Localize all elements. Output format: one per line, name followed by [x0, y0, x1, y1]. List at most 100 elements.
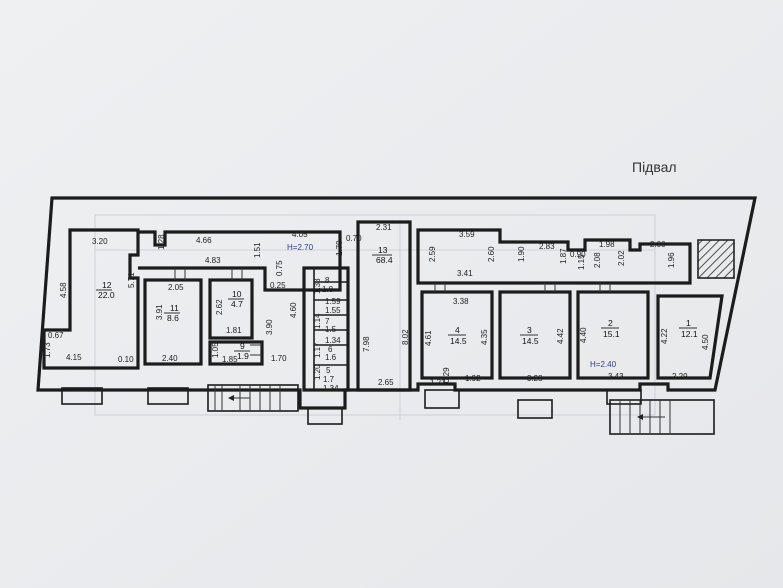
svg-text:1.81: 1.81	[226, 326, 242, 335]
svg-text:1.70: 1.70	[335, 240, 344, 256]
svg-text:1.14: 1.14	[313, 313, 322, 329]
room-13-number: 13	[378, 245, 388, 255]
room-3-outline	[498, 290, 572, 380]
room-1-area: 12.1	[681, 329, 698, 339]
window-pits	[61, 387, 642, 425]
room-4-area: 14.5	[450, 336, 467, 346]
svg-text:2.08: 2.08	[593, 252, 602, 268]
room-11-outline	[143, 278, 203, 366]
corridor-outline	[138, 230, 342, 292]
svg-text:3.91: 3.91	[155, 304, 164, 320]
svg-text:1.51: 1.51	[253, 242, 262, 258]
svg-text:8.02: 8.02	[401, 329, 410, 345]
svg-text:0.67: 0.67	[48, 331, 64, 340]
room-6-number: 6	[328, 345, 333, 354]
svg-text:0.90: 0.90	[570, 250, 586, 259]
room-5-number: 5	[326, 366, 331, 375]
room-4-outline	[420, 290, 494, 380]
corridor-right-outline	[416, 228, 692, 285]
entrance-stairs-right	[609, 399, 715, 435]
hatched-shaft	[697, 239, 735, 279]
svg-text:0.75: 0.75	[275, 260, 284, 276]
svg-text:1.55: 1.55	[325, 306, 341, 315]
svg-text:2.60: 2.60	[487, 246, 496, 262]
svg-text:4.40: 4.40	[579, 327, 588, 343]
svg-text:2.31: 2.31	[376, 223, 392, 232]
svg-text:2.02: 2.02	[617, 250, 626, 266]
svg-text:1.20: 1.20	[313, 364, 322, 380]
svg-text:0.29: 0.29	[442, 367, 451, 383]
room-4-number: 4	[455, 325, 460, 335]
room-labels: 12 22.0 11 8.6 10 4.7 9 1.9 8 1.8 7 6 1.…	[96, 245, 698, 384]
svg-text:7.98: 7.98	[362, 336, 371, 352]
svg-text:1.34: 1.34	[323, 384, 339, 393]
svg-text:5.71: 5.71	[127, 272, 136, 288]
room-3-number: 3	[527, 325, 532, 335]
small-rooms-column	[302, 266, 350, 392]
bleed-through-lines	[94, 214, 656, 420]
svg-text:3.41: 3.41	[457, 269, 473, 278]
room-2-outline	[576, 290, 650, 380]
room-10-number: 10	[232, 289, 242, 299]
room-8-number: 8	[325, 276, 330, 285]
svg-text:4.35: 4.35	[480, 329, 489, 345]
svg-text:2.59: 2.59	[428, 246, 437, 262]
svg-text:4.58: 4.58	[59, 282, 68, 298]
svg-text:4.50: 4.50	[701, 334, 710, 350]
svg-text:3.38: 3.38	[453, 297, 469, 306]
svg-text:1.5: 1.5	[325, 325, 337, 334]
svg-text:2.40: 2.40	[162, 354, 178, 363]
svg-text:4.15: 4.15	[66, 353, 82, 362]
room-1-outline	[656, 294, 724, 380]
svg-text:1.90: 1.90	[517, 246, 526, 262]
room-10-outline	[208, 278, 254, 340]
building-outline	[36, 196, 757, 410]
svg-text:2.65: 2.65	[378, 378, 394, 387]
room-12-number: 12	[102, 280, 112, 290]
svg-text:4.22: 4.22	[660, 328, 669, 344]
room-10-area: 4.7	[231, 299, 243, 309]
room-11-area: 8.6	[167, 313, 179, 323]
room-9-outline	[208, 340, 264, 366]
room-13-area: 68.4	[376, 255, 393, 265]
svg-text:1.33: 1.33	[313, 278, 322, 294]
door-ticks	[174, 268, 611, 356]
svg-text:1.28: 1.28	[157, 234, 166, 250]
height-label-1: H=2.70	[287, 243, 314, 252]
plan-title: Підвал	[632, 159, 677, 175]
room-13-outline	[356, 220, 412, 392]
svg-text:4.05: 4.05	[292, 230, 308, 239]
svg-text:1.05: 1.05	[211, 342, 220, 358]
svg-text:4.61: 4.61	[424, 330, 433, 346]
svg-text:3.28: 3.28	[527, 374, 543, 383]
room-1-number: 1	[686, 318, 691, 328]
height-label-2: H=2.40	[590, 360, 617, 369]
room-12-outline	[42, 228, 140, 370]
svg-text:1.17: 1.17	[313, 342, 322, 358]
svg-text:1.85: 1.85	[222, 355, 238, 364]
svg-text:2.83: 2.83	[539, 242, 555, 251]
svg-text:1.70: 1.70	[271, 354, 287, 363]
svg-text:3.90: 3.90	[265, 319, 274, 335]
svg-text:1.22: 1.22	[430, 378, 446, 387]
room-8-area: 1.8	[322, 285, 334, 294]
svg-text:1.96: 1.96	[667, 252, 676, 268]
room-3-area: 14.5	[522, 336, 539, 346]
svg-text:0.25: 0.25	[270, 281, 286, 290]
svg-text:1.98: 1.98	[599, 240, 615, 249]
svg-text:1.34: 1.34	[325, 336, 341, 345]
svg-text:1.73: 1.73	[43, 342, 52, 358]
room-12-area: 22.0	[98, 290, 115, 300]
room-6-area: 1.6	[325, 353, 337, 362]
svg-text:3.20: 3.20	[92, 237, 108, 246]
room-11-number: 11	[170, 303, 179, 313]
svg-text:2.62: 2.62	[215, 299, 224, 315]
svg-text:2.05: 2.05	[168, 283, 184, 292]
entrance-stairs-left	[207, 384, 299, 412]
svg-text:1.87: 1.87	[559, 248, 568, 264]
svg-text:4.60: 4.60	[289, 302, 298, 318]
svg-text:1.15: 1.15	[577, 254, 586, 270]
svg-text:0.10: 0.10	[118, 355, 134, 364]
